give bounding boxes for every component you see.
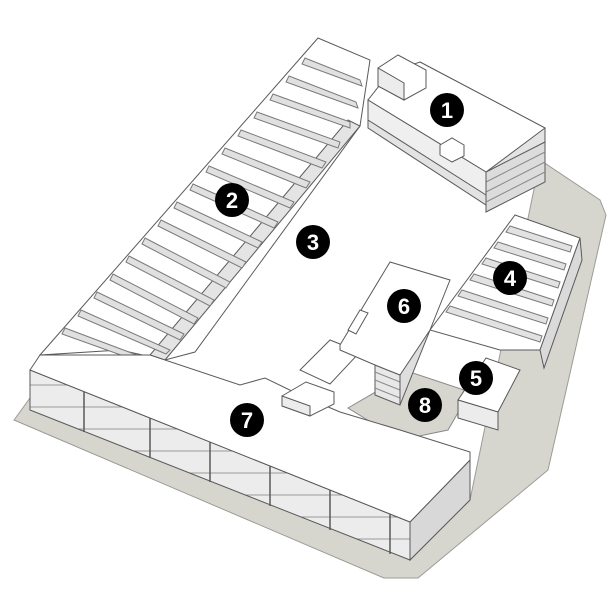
marker-label: 5 [470,366,482,391]
marker-label: 4 [504,266,517,291]
marker-circle [296,225,330,259]
marker-3: 3 [296,225,330,259]
marker-6: 6 [387,289,421,323]
marker-circle [230,403,264,437]
marker-8: 8 [408,388,442,422]
marker-label: 3 [307,230,319,255]
marker-label: 8 [419,393,431,418]
marker-2: 2 [215,183,249,217]
building-wing-1 [367,54,546,213]
marker-circle [387,289,421,323]
marker-label: 2 [226,188,238,213]
building-wing-2 [38,37,371,365]
marker-circle [215,183,249,217]
marker-circle [459,361,493,395]
marker-7: 7 [230,403,264,437]
marker-label: 7 [241,408,253,433]
marker-label: 6 [398,294,410,319]
building-wing-7 [29,339,471,562]
marker-circle [408,388,442,422]
marker-circle [430,93,464,127]
marker-label: 1 [441,98,453,123]
marker-1: 1 [430,93,464,127]
markers-layer: 1 2 3 4 5 6 7 8 [215,93,527,437]
marker-4: 4 [493,261,527,295]
marker-circle [493,261,527,295]
marker-5: 5 [459,361,493,395]
